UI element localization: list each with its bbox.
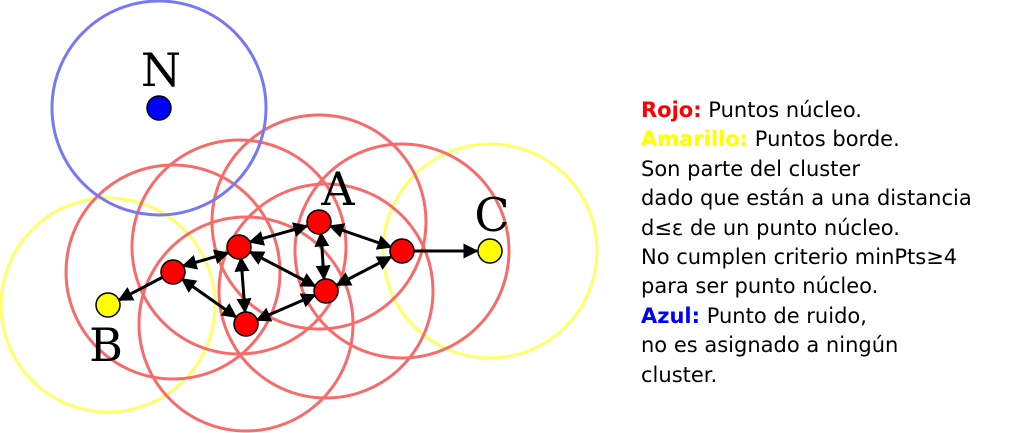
legend-noise-desc-line: no es asignado a ningún xyxy=(641,333,899,358)
core-circle-6 xyxy=(293,142,511,360)
core-point xyxy=(160,259,186,285)
legend-core-key: Rojo: xyxy=(641,98,702,122)
border-point-c xyxy=(477,238,503,264)
arrow-2-5 xyxy=(248,250,317,288)
legend-noise-desc-line: cluster. xyxy=(641,362,718,387)
legend-core-line: Rojo: Puntos núcleo. xyxy=(641,96,1019,125)
legend-noise-line: Azul: Punto de ruido, xyxy=(641,302,1019,331)
legend-border-desc-line: d≤ε de un punto núcleo. xyxy=(641,215,900,240)
legend-noise-key: Azul: xyxy=(641,303,701,328)
border-point-b xyxy=(95,292,121,318)
arrow-4-5 xyxy=(314,231,331,281)
arrow-2-3 xyxy=(234,256,252,314)
arrow-1-b xyxy=(117,275,164,302)
label-b: B xyxy=(89,318,123,372)
noise-point-n xyxy=(146,95,172,121)
arrow-1-3 xyxy=(180,277,238,319)
legend-border-key: Amarillo: xyxy=(641,127,749,152)
core-point xyxy=(306,209,332,235)
legend-border-desc-line: Son parte del cluster xyxy=(641,156,861,181)
core-point xyxy=(313,278,339,304)
arrow-4-6 xyxy=(328,223,393,250)
arrow-3-5 xyxy=(255,293,317,322)
legend-border-desc-line: para ser punto núcleo. xyxy=(641,274,879,299)
border-circle-c xyxy=(381,142,599,360)
legend-core-text: Puntos núcleo. xyxy=(701,98,862,122)
legend: Rojo: Puntos núcleo. Amarillo: Puntos bo… xyxy=(641,96,1019,390)
reachability-arrows xyxy=(117,222,479,322)
noise-circle xyxy=(50,0,268,217)
legend-border-desc-line: No cumplen criterio minPts≥4 xyxy=(641,245,958,270)
arrow-2-4 xyxy=(248,222,309,246)
arrow-5-6 xyxy=(335,255,393,287)
legend-border-line: Amarillo: Puntos borde. xyxy=(641,125,1019,154)
label-c: C xyxy=(474,188,509,242)
points xyxy=(95,95,503,337)
legend-border-text: Puntos borde. xyxy=(748,127,900,152)
core-circle-4 xyxy=(210,113,428,331)
label-a: A xyxy=(320,162,355,216)
core-point xyxy=(389,238,415,264)
core-point xyxy=(233,311,259,337)
label-n: N xyxy=(141,43,181,97)
core-point xyxy=(226,234,252,260)
legend-noise-text: Punto de ruido, xyxy=(700,303,867,328)
arrow-1-2 xyxy=(181,249,230,270)
legend-border-desc-line: dado que están a una distancia xyxy=(641,186,972,211)
